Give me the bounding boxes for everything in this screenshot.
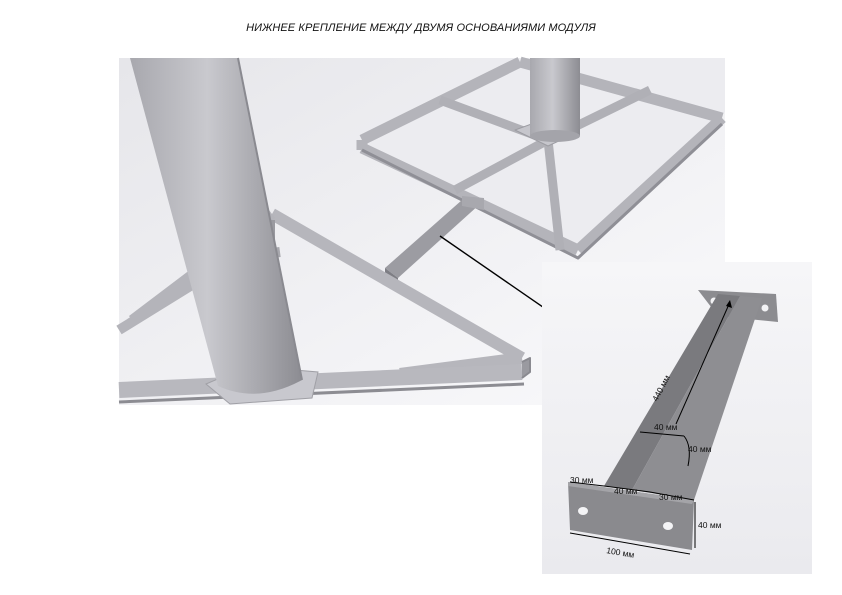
dim-plate-middle: 40 мм xyxy=(614,486,638,496)
dim-plate-left: 30 мм xyxy=(570,475,594,485)
bracket-detail xyxy=(542,262,812,574)
left-pole xyxy=(130,58,302,394)
beam-top-face xyxy=(604,294,740,490)
dim-beam-width: 40 мм xyxy=(654,422,678,432)
beam-side-face xyxy=(632,296,762,500)
dim-beam-height: 40 мм xyxy=(688,444,712,454)
right-pole xyxy=(530,58,580,136)
dim-plate-right: 30 мм xyxy=(659,492,683,502)
dim-plate-width: 100 мм xyxy=(606,545,636,560)
dimensions xyxy=(569,300,732,555)
dim-plate-height: 40 мм xyxy=(698,520,722,530)
diagram-title: НИЖНЕЕ КРЕПЛЕНИЕ МЕЖДУ ДВУМЯ ОСНОВАНИЯМИ… xyxy=(246,22,596,34)
